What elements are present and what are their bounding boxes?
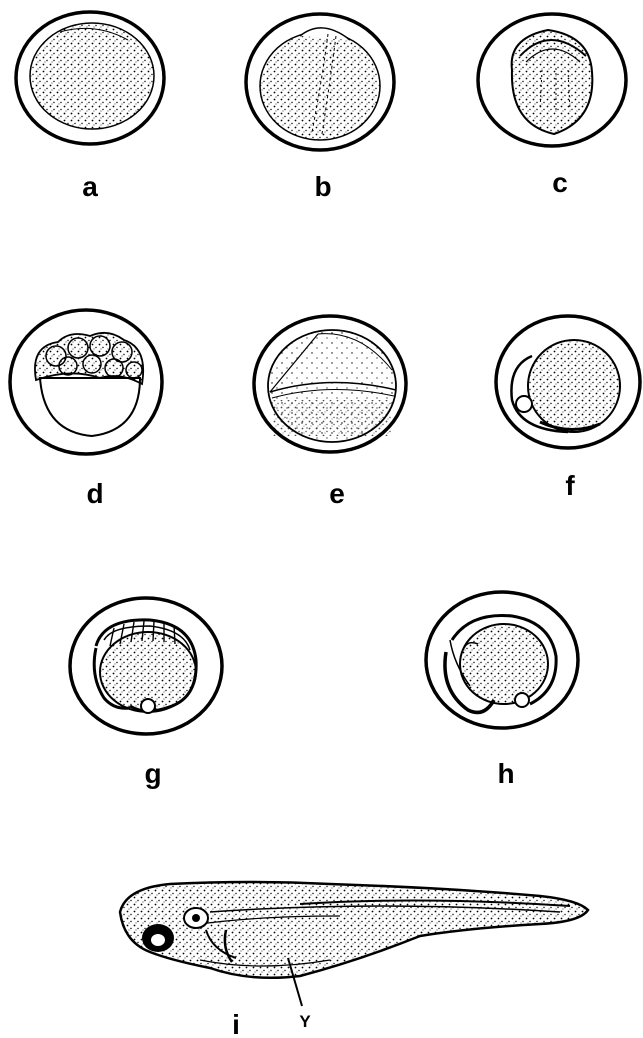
panel-e-label: e — [329, 478, 345, 509]
panel-a: a — [16, 12, 164, 202]
panel-d-egg — [10, 310, 162, 454]
panel-h-egg — [426, 592, 578, 728]
panel-h-label: h — [497, 758, 514, 789]
panel-b-egg — [246, 14, 394, 150]
panel-c-label: c — [552, 167, 568, 198]
panel-g-egg — [70, 598, 222, 734]
panel-f-label: f — [565, 470, 575, 501]
panel-f-egg — [496, 316, 640, 448]
panel-e: e — [254, 316, 406, 509]
panel-b-label: b — [314, 171, 331, 202]
panel-h: h — [426, 592, 578, 789]
panel-g-label: g — [144, 758, 161, 789]
panel-c: c — [478, 14, 626, 198]
panel-a-label: a — [82, 171, 98, 202]
panel-d-label: d — [86, 478, 103, 509]
yolk-pointer-label: Y — [299, 1012, 311, 1031]
panel-e-egg — [254, 316, 406, 452]
panel-d: d — [10, 310, 162, 509]
panel-i-label: i — [232, 1009, 240, 1038]
panel-b: b — [246, 14, 394, 202]
panel-g: g — [70, 598, 222, 789]
panel-i-larva — [120, 882, 588, 978]
panel-a-egg — [16, 12, 164, 144]
panel-c-egg — [478, 14, 626, 146]
panel-f: f — [496, 316, 640, 501]
panel-i: Y i — [120, 882, 588, 1038]
